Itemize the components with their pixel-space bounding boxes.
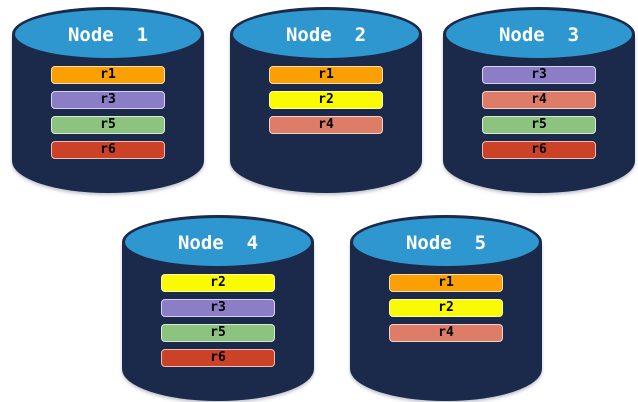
- replica-bar-r6: r6: [161, 349, 275, 367]
- replica-list: r1 r2 r4: [230, 66, 422, 134]
- replica-list: r3 r4 r5 r6: [443, 66, 635, 159]
- replica-list: r2 r3 r5 r6: [122, 274, 314, 367]
- replica-bar-r5: r5: [161, 324, 275, 342]
- cylinder-top-ellipse: Node 1: [12, 7, 204, 61]
- replica-bar-r3: r3: [51, 91, 165, 109]
- replica-bar-r3: r3: [482, 66, 596, 84]
- cylinder-top-ellipse: Node 5: [350, 215, 542, 269]
- db-node-5: Node 5 r1 r2 r4: [350, 215, 542, 401]
- replica-bar-r2: r2: [389, 299, 503, 317]
- replica-bar-r6: r6: [51, 141, 165, 159]
- node-title: Node 3: [498, 24, 580, 46]
- db-node-2: Node 2 r1 r2 r4: [230, 7, 422, 193]
- replica-bar-r6: r6: [482, 141, 596, 159]
- node-title: Node 2: [285, 24, 367, 46]
- replica-bar-r3: r3: [161, 299, 275, 317]
- db-node-1: Node 1 r1 r3 r5 r6: [12, 7, 204, 193]
- replica-bar-r1: r1: [269, 66, 383, 84]
- cylinder-top-ellipse: Node 3: [443, 7, 635, 61]
- replica-bar-r5: r5: [482, 116, 596, 134]
- cylinder-top-ellipse: Node 4: [122, 215, 314, 269]
- replica-bar-r1: r1: [51, 66, 165, 84]
- replica-bar-r4: r4: [482, 91, 596, 109]
- replica-list: r1 r2 r4: [350, 274, 542, 342]
- replica-bar-r4: r4: [269, 116, 383, 134]
- replica-bar-r2: r2: [269, 91, 383, 109]
- replica-bar-r2: r2: [161, 274, 275, 292]
- replica-bar-r5: r5: [51, 116, 165, 134]
- replica-list: r1 r3 r5 r6: [12, 66, 204, 159]
- db-node-4: Node 4 r2 r3 r5 r6: [122, 215, 314, 401]
- cylinder-top-ellipse: Node 2: [230, 7, 422, 61]
- replica-bar-r4: r4: [389, 324, 503, 342]
- node-title: Node 4: [177, 232, 259, 254]
- db-node-3: Node 3 r3 r4 r5 r6: [443, 7, 635, 193]
- node-title: Node 5: [405, 232, 487, 254]
- replica-bar-r1: r1: [389, 274, 503, 292]
- node-title: Node 1: [67, 24, 149, 46]
